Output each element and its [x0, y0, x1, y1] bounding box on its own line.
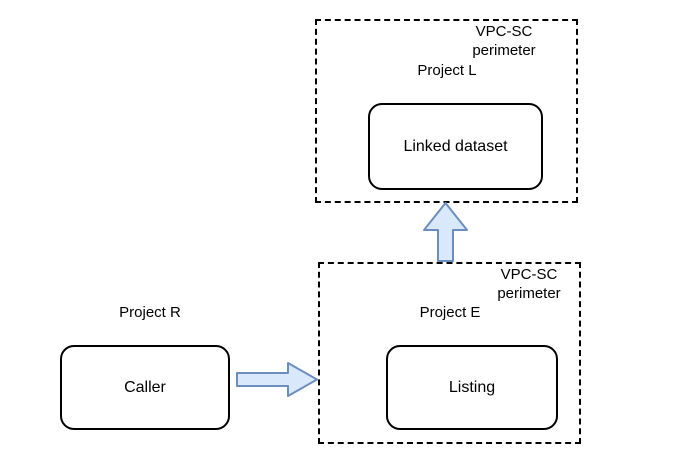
perimeter-bottom-project-e [318, 262, 581, 444]
project-r-label: Project R [119, 304, 181, 321]
arrow-caller-to-listing-icon [236, 362, 318, 397]
perimeter-top-label: VPC-SC perimeter [472, 23, 536, 59]
perimeter-top-project-l [315, 19, 578, 203]
listing-node-label: Listing [448, 378, 496, 396]
perimeter-bottom-label: VPC-SC perimeter [497, 266, 561, 302]
listing-node: Listing [386, 345, 558, 430]
project-l-label: Project L [417, 62, 477, 79]
project-e-label: Project E [419, 304, 481, 321]
linked-dataset-node-label: Linked dataset [403, 137, 508, 155]
caller-node: Caller [60, 345, 230, 430]
caller-node-label: Caller [124, 378, 166, 396]
arrow-listing-to-linked-dataset-icon [423, 202, 468, 262]
linked-dataset-node: Linked dataset [368, 103, 543, 190]
